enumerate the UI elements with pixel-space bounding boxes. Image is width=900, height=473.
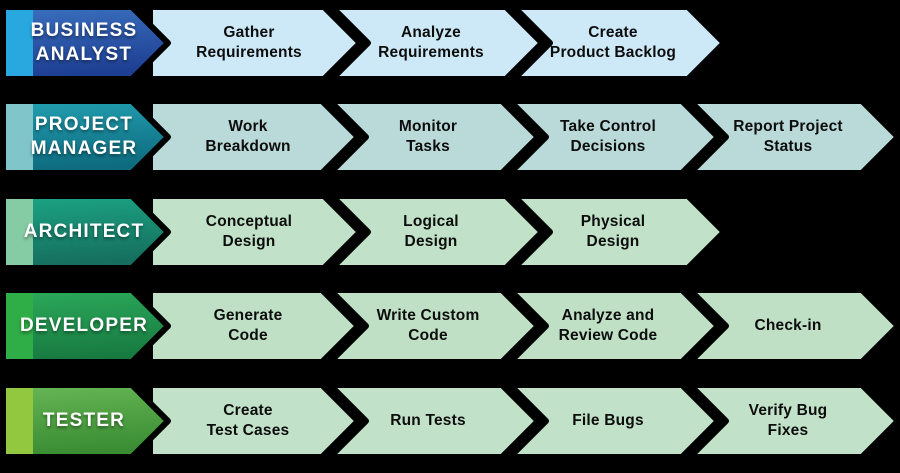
role-accent-stripe bbox=[3, 385, 33, 457]
row-shapes bbox=[0, 4, 727, 82]
role-arrow-outline bbox=[0, 287, 171, 365]
task-chevron bbox=[687, 382, 900, 460]
task-chevron bbox=[327, 98, 541, 176]
task-chevron bbox=[147, 98, 361, 176]
role-arrow-fill bbox=[3, 290, 168, 362]
task-chevron bbox=[329, 193, 545, 271]
task-chevron bbox=[687, 98, 900, 176]
task-chevron bbox=[687, 287, 900, 365]
role-arrow-outline bbox=[0, 193, 171, 271]
role-accent-stripe bbox=[3, 196, 33, 268]
task-chevron bbox=[147, 287, 361, 365]
role-arrow-fill bbox=[3, 101, 168, 173]
role-arrow-fill bbox=[3, 7, 168, 79]
task-chevron bbox=[329, 4, 545, 82]
row-shapes bbox=[0, 98, 900, 176]
task-chevron bbox=[147, 4, 363, 82]
role-arrow-outline bbox=[0, 4, 171, 82]
task-chevron bbox=[327, 287, 541, 365]
task-chevron bbox=[147, 382, 361, 460]
role-arrow-outline bbox=[0, 382, 171, 460]
task-chevron bbox=[511, 4, 727, 82]
role-arrow-fill bbox=[3, 196, 168, 268]
role-arrow-fill bbox=[3, 385, 168, 457]
role-accent-stripe bbox=[3, 290, 33, 362]
task-chevron bbox=[511, 193, 727, 271]
row-shapes bbox=[0, 287, 900, 365]
role-accent-stripe bbox=[3, 7, 33, 79]
row-shapes bbox=[0, 382, 900, 460]
task-chevron bbox=[507, 287, 721, 365]
task-chevron bbox=[507, 382, 721, 460]
task-chevron bbox=[507, 98, 721, 176]
row-shapes bbox=[0, 193, 727, 271]
role-accent-stripe bbox=[3, 101, 33, 173]
task-chevron bbox=[147, 193, 363, 271]
task-chevron bbox=[327, 382, 541, 460]
role-arrow-outline bbox=[0, 98, 171, 176]
